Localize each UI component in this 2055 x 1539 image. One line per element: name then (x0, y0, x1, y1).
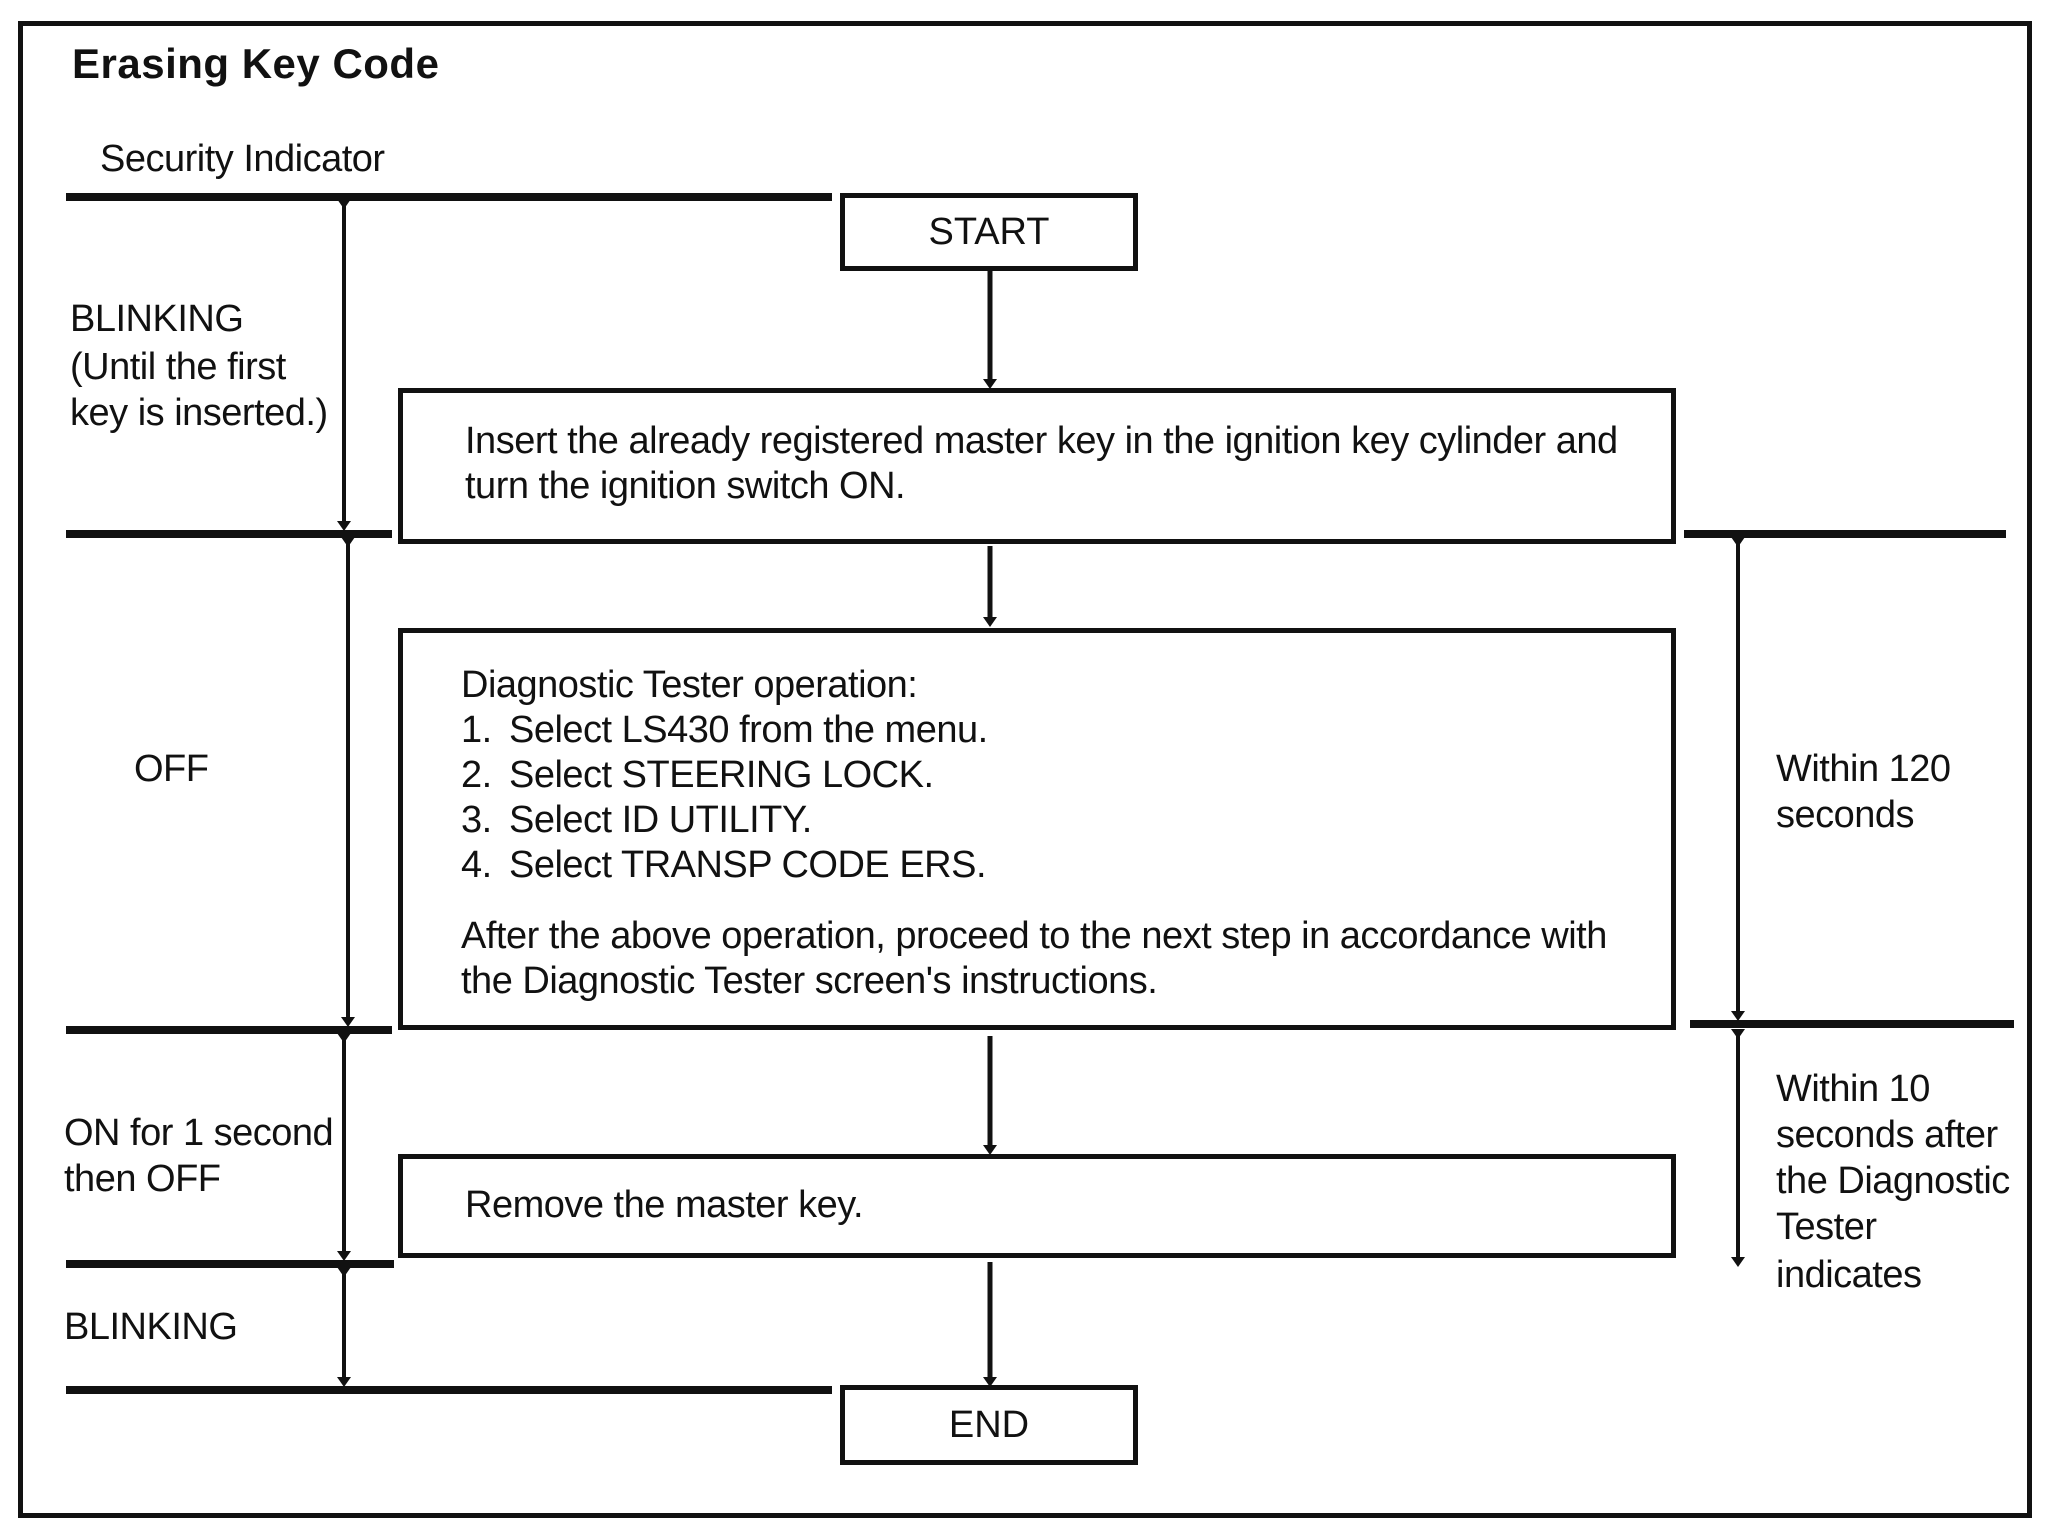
start-terminal: START (840, 193, 1138, 271)
tester-note-line1: After the above operation, proceed to th… (461, 915, 1607, 957)
indicator-state-off: OFF (134, 748, 209, 790)
step-insert-key: Insert the already registered master key… (398, 388, 1676, 544)
indicator-state-on-line1: ON for 1 second (64, 1112, 334, 1154)
end-label: END (948, 1403, 1030, 1446)
indicator-state-on-line2: then OFF (64, 1158, 221, 1200)
step-remove-key-text: Remove the master key. (465, 1184, 864, 1226)
step-remove-key: Remove the master key. (398, 1154, 1676, 1258)
step-insert-key-line2: turn the ignition switch ON. (465, 465, 906, 507)
timing-10-line1: Within 10 (1776, 1068, 1930, 1110)
end-terminal: END (840, 1385, 1138, 1465)
tester-step: 4.Select TRANSP CODE ERS. (461, 844, 987, 886)
start-label: START (928, 210, 1050, 253)
indicator-state-blinking: BLINKING (70, 298, 244, 340)
tester-steps-list: 1.Select LS430 from the menu. 2.Select S… (461, 708, 1671, 888)
indicator-state-blinking-note2: key is inserted.) (70, 392, 328, 434)
tester-step: 2.Select STEERING LOCK. (461, 754, 934, 796)
step-insert-key-line1: Insert the already registered master key… (465, 420, 1618, 462)
step-tester-operation: Diagnostic Tester operation: 1.Select LS… (398, 628, 1676, 1030)
tester-operation-heading: Diagnostic Tester operation: (461, 664, 918, 706)
tester-step: 1.Select LS430 from the menu. (461, 709, 988, 751)
timing-10-line2: seconds after (1776, 1114, 1998, 1156)
indicator-header: Security Indicator (100, 138, 385, 180)
timing-120-line2: seconds (1776, 794, 1915, 836)
diagram-frame (18, 21, 2032, 1518)
diagram-title: Erasing Key Code (72, 40, 440, 87)
timing-120-line1: Within 120 (1776, 748, 1951, 790)
indicator-state-blinking-note1: (Until the first (70, 346, 286, 388)
tester-note-line2: the Diagnostic Tester screen's instructi… (461, 960, 1158, 1002)
timing-10-line5: indicates (1776, 1254, 1922, 1296)
indicator-state-blinking-end: BLINKING (64, 1306, 238, 1348)
tester-step: 3.Select ID UTILITY. (461, 799, 812, 841)
timing-10-line4: Tester (1776, 1206, 1877, 1248)
timing-10-line3: the Diagnostic (1776, 1160, 2010, 1202)
